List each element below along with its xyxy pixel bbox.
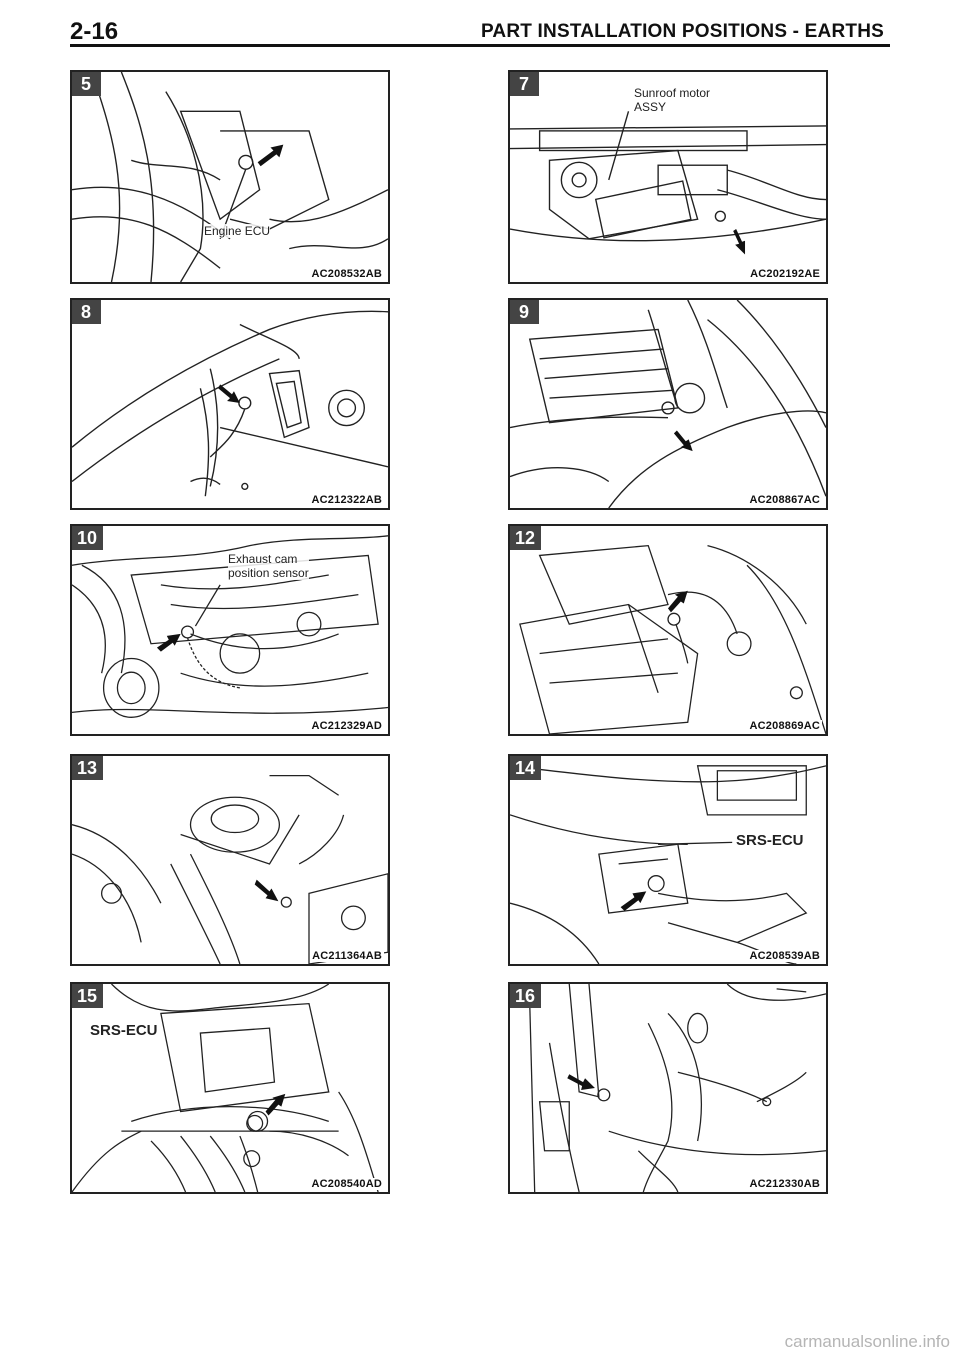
line-art-illustration: [529, 984, 826, 1192]
figure-code: AC208869AC: [747, 720, 822, 732]
page-number: 2-16: [70, 18, 119, 45]
figure-number: 8: [72, 300, 101, 324]
figure-panel-15: 15 SRS-ECU AC208540AD: [70, 982, 390, 1194]
engine-ecu-callout: Engine ECU: [204, 224, 271, 238]
figure-code: AC208539AB: [747, 950, 822, 962]
figure-panel-7: 7 Sunroof motor ASSY AC202192AE: [508, 70, 828, 284]
figure-panel-5: 5 Engine ECU AC208532AB: [70, 70, 390, 284]
figure-number: 9: [510, 300, 539, 324]
line-art-illustration: [72, 984, 379, 1192]
figure-number: 7: [510, 72, 539, 96]
figure-panel-10: 10 Exhaust cam position sensor AC212329A…: [70, 524, 390, 736]
figure-code: AC212330AB: [747, 1178, 822, 1190]
figure-code: AC208867AC: [747, 494, 822, 506]
figure-number: 14: [510, 756, 542, 780]
page-header: 2-16 PART INSTALLATION POSITIONS - EARTH…: [70, 18, 890, 48]
figure-code: AC202192AE: [748, 268, 822, 280]
line-art-illustration: [72, 774, 388, 964]
figure-number: 15: [72, 984, 104, 1008]
site-watermark: carmanualsonline.info: [784, 1332, 950, 1351]
header-rule: [70, 44, 890, 47]
line-art-illustration: [72, 310, 388, 497]
figure-number: 12: [510, 526, 542, 550]
figure-number: 16: [510, 984, 542, 1008]
srs-ecu-callout: SRS-ECU: [736, 832, 804, 849]
figure-code: AC208532AB: [309, 268, 384, 280]
figure-panel-13: 13 AC211364AB: [70, 754, 390, 966]
figure-code: AC212322AB: [309, 494, 384, 506]
line-art-illustration: [510, 300, 826, 508]
line-art-illustration: [72, 72, 388, 282]
line-art-illustration: [510, 111, 826, 255]
figure-number: 10: [72, 526, 104, 550]
figure-panel-9: 9 AC208867AC: [508, 298, 828, 510]
figure-panel-14: 14 SRS-ECU AC208539AB: [508, 754, 828, 966]
exhaust-cam-sensor-callout: Exhaust cam position sensor: [228, 552, 309, 580]
figure-number: 13: [72, 756, 104, 780]
line-art-illustration: [510, 765, 826, 964]
figure-panel-16: 16 AC212330AB: [508, 982, 828, 1194]
page-title: PART INSTALLATION POSITIONS - EARTHS: [480, 21, 884, 42]
figure-code: AC208540AD: [309, 1178, 384, 1190]
srs-ecu-callout: SRS-ECU: [90, 1022, 158, 1039]
figure-panel-12: 12 AC208869AC: [508, 524, 828, 736]
figure-number: 5: [72, 72, 101, 96]
figure-panel-8: 8 AC212322AB: [70, 298, 390, 510]
line-art-illustration: [519, 544, 826, 734]
figure-code: AC211364AB: [310, 950, 384, 962]
figure-code: AC212329AD: [309, 720, 384, 732]
sunroof-motor-callout: Sunroof motor ASSY: [634, 86, 711, 114]
